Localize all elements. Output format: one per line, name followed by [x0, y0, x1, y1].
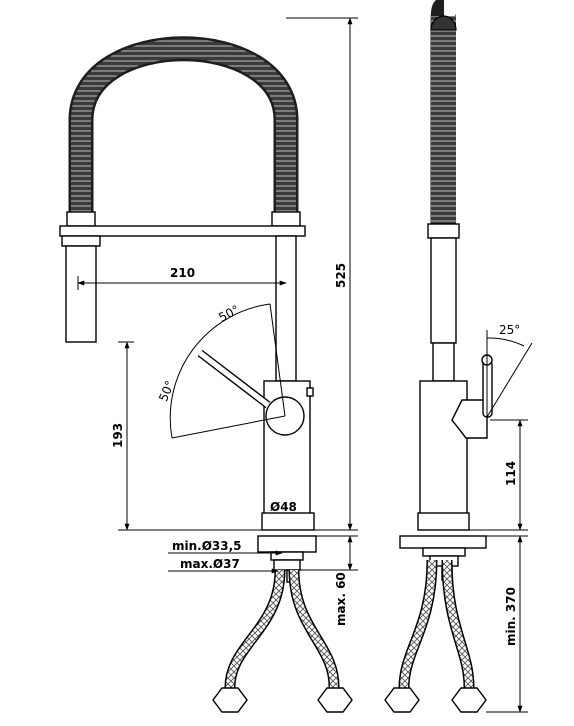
spring-coil-side — [427, 0, 460, 239]
spray-head — [61, 235, 101, 343]
hole-max-label: max.Ø37 — [180, 557, 240, 571]
dimension-114-label: 114 — [504, 461, 518, 486]
dimension-min-370 — [486, 535, 528, 713]
side-view: 25° 114 min. 370 — [384, 0, 533, 713]
dimension-525-label: 525 — [334, 263, 348, 288]
dimension-525 — [286, 17, 358, 531]
side-spray-head — [430, 237, 457, 344]
dimension-210 — [77, 276, 287, 290]
angle-arc-side — [486, 330, 533, 418]
dimension-193-label: 193 — [111, 423, 125, 448]
angle-label-lower: 50° — [156, 379, 177, 404]
dimension-114 — [469, 419, 528, 531]
spout-tube — [275, 235, 297, 382]
side-spout-tube — [432, 342, 455, 382]
side-body — [417, 380, 470, 531]
braided-hoses-front — [212, 569, 353, 713]
angle-arc-front — [169, 303, 286, 439]
base-fittings-front — [257, 535, 317, 583]
hole-dimension-lines — [168, 550, 283, 574]
braided-hoses-side — [384, 559, 487, 713]
dimension-193 — [118, 341, 262, 531]
front-view: 50° 50° 210 525 193 Ø48 min.Ø33,5 — [59, 17, 358, 713]
dimension-max-60-label: max. 60 — [334, 572, 348, 626]
dimension-min-370-label: min. 370 — [504, 587, 518, 646]
angle-label-upper: 50° — [216, 302, 241, 324]
dimension-210-label: 210 — [170, 266, 195, 280]
spring-coil-front — [66, 36, 301, 227]
hole-min-label: min.Ø33,5 — [172, 539, 242, 553]
spout-bar — [59, 225, 306, 237]
dimension-max-60 — [300, 535, 358, 571]
angle-label-side: 25° — [499, 323, 520, 337]
dimension-diameter-label: Ø48 — [270, 500, 297, 514]
